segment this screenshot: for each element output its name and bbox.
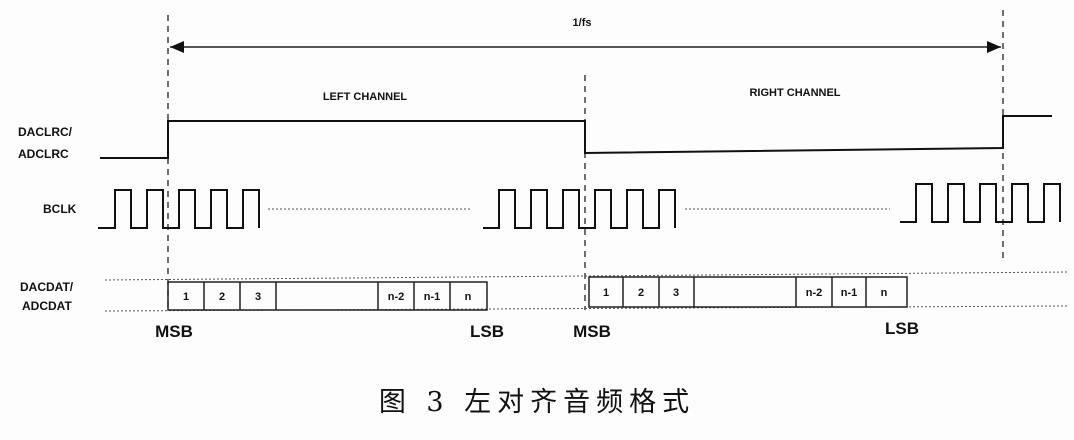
data-label-line1: DACDAT/ [20, 280, 74, 294]
lrclk-label-line2: ADCLRC [18, 147, 69, 161]
left-lsb-marker: LSB [470, 322, 504, 341]
bclk-waveform [98, 183, 1061, 229]
left-bit-2: 2 [219, 291, 225, 303]
left-channel-label: LEFT CHANNEL [323, 91, 408, 103]
period-label: 1/fs [573, 17, 592, 29]
period-arrow-right-head [987, 41, 1001, 53]
bclk-label: BCLK [43, 202, 77, 216]
right-bit-n-2: n-2 [806, 287, 823, 299]
period-arrow-left-head [170, 41, 184, 53]
left-bit-1: 1 [183, 291, 189, 303]
left-bit-n-2: n-2 [388, 291, 405, 303]
right-bit-n: n [881, 287, 888, 299]
right-lsb-marker: LSB [885, 319, 919, 338]
right-bit-1: 1 [603, 287, 609, 299]
right-bit-n-1: n-1 [841, 287, 858, 299]
right-channel-label: RIGHT CHANNEL [749, 87, 840, 99]
data-label-line2: ADCDAT [22, 299, 72, 313]
right-bit-2: 2 [638, 287, 644, 299]
left-bit-n-1: n-1 [424, 291, 441, 303]
right-bit-3: 3 [673, 287, 679, 299]
figure-caption: 图 3 左对齐音频格式 [378, 387, 696, 418]
left-bit-n: n [465, 291, 472, 303]
left-msb-marker: MSB [155, 322, 193, 341]
left-bit-3: 3 [255, 291, 261, 303]
right-msb-marker: MSB [573, 322, 611, 341]
lrclk-label-line1: DACLRC/ [18, 125, 73, 139]
lrclk-waveform [100, 115, 1052, 159]
data-bus [104, 271, 1069, 312]
